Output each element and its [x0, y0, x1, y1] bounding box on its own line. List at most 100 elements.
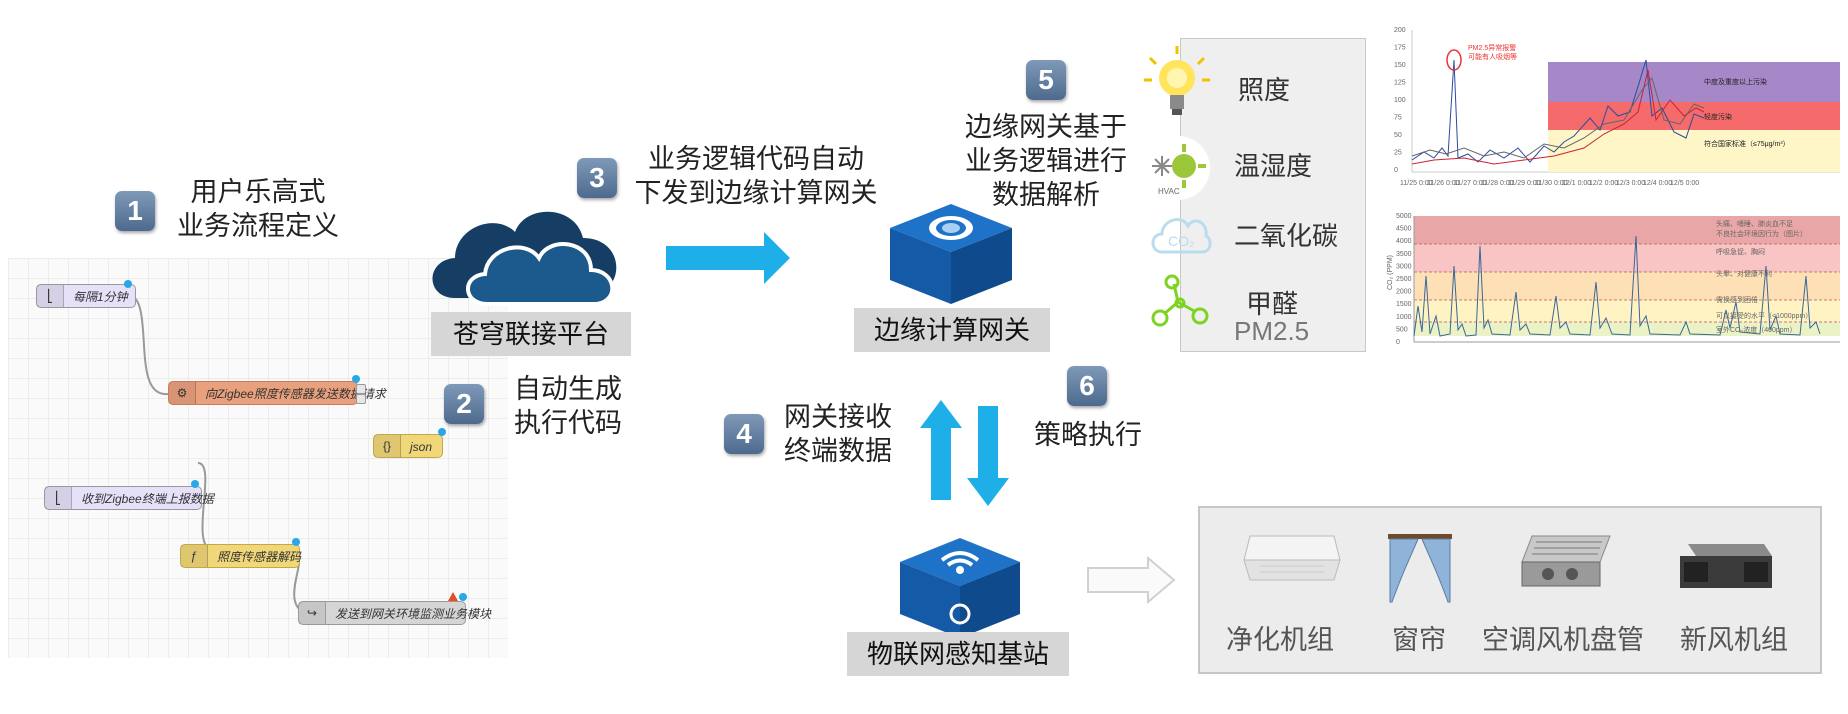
- sensor-panel: [1180, 38, 1366, 352]
- x-tick-label: 12/5 0:00: [1670, 180, 1699, 187]
- node-status-dot: [124, 280, 132, 288]
- x-tick-label: 12/4 0:00: [1643, 180, 1672, 187]
- flow-node-inject[interactable]: ⎣ 每隔1分钟: [36, 284, 136, 308]
- y-tick-label: 100: [1394, 97, 1406, 104]
- fan-coil-icon: [1521, 535, 1611, 587]
- band-label: 室外CO₂浓度（400ppm）: [1716, 325, 1797, 334]
- band-label: 不良社会环境因行为（图片）: [1716, 229, 1807, 238]
- y-tick-label: 5000: [1396, 213, 1412, 220]
- flow-node-request[interactable]: ⚙ 向Zigbee照度传感器发送数据请求: [168, 381, 386, 405]
- x-tick-label: 11/26 0:00: [1427, 180, 1460, 187]
- band-light: [1548, 102, 1840, 130]
- step-4-line1: 网关接收: [784, 402, 892, 432]
- step-1-line1: 用户乐高式: [190, 177, 326, 207]
- purifier-unit-icon: [1243, 535, 1341, 581]
- platform-label: 苍穹联接平台: [431, 312, 631, 356]
- arrow-right-gray-icon: [1087, 556, 1176, 604]
- annotation-line2: 可能有人吸烟等: [1468, 52, 1517, 61]
- band-label: 需换感到困倦: [1716, 295, 1758, 304]
- band-labels: 头痛、嗜睡、肺炎血不足不良社会环境因行为（图片）呼吸急促、胸闷头晕、对健康不利需…: [1716, 219, 1812, 334]
- band-1: [1414, 322, 1840, 336]
- y-tick-label: 200: [1394, 27, 1406, 34]
- node-output-port[interactable]: [356, 384, 366, 394]
- x-tick-label: 12/1 0:00: [1562, 180, 1591, 187]
- curtain-icon: [1388, 534, 1452, 603]
- node-status-dot: [292, 538, 300, 546]
- annotation-line1: PM2.5异常报警: [1468, 43, 1516, 52]
- y-tick-label: 175: [1394, 45, 1406, 52]
- co2-series-line: [1413, 235, 1821, 337]
- step-6-badge: 6: [1067, 366, 1107, 406]
- json-icon: {}: [374, 435, 401, 457]
- step-1-label: 用户乐高式 业务流程定义: [168, 175, 348, 243]
- inject-icon: ⎣: [45, 487, 72, 509]
- gear-icon: ⚙: [169, 382, 196, 404]
- x-tick-label: 11/27 0:00: [1454, 180, 1487, 187]
- basestation-label: 物联网感知基站: [847, 632, 1069, 676]
- node-output-port[interactable]: [356, 394, 366, 404]
- node-status-dot: [191, 480, 199, 488]
- sensor-co2: 二氧化碳: [1234, 221, 1339, 251]
- flow-node-send[interactable]: ↪ 发送到网关环境监测业务模块: [298, 601, 491, 625]
- step-2-line2: 执行代码: [514, 408, 622, 438]
- step-4-badge: 4: [724, 414, 764, 454]
- gateway-label: 边缘计算网关: [854, 308, 1050, 352]
- band-5: [1414, 216, 1840, 244]
- sensor-illuminance: 照度: [1238, 75, 1291, 105]
- flow-node-label: json: [410, 440, 433, 454]
- fresh-air-unit-icon: [1680, 544, 1772, 588]
- x-tick-label: 11/28 0:00: [1481, 180, 1514, 187]
- band-4: [1414, 244, 1840, 272]
- molecule-icon: [1151, 274, 1209, 327]
- co2-cloud-icon: CO₂: [1151, 218, 1212, 254]
- x-tick-label: 11/29 0:00: [1508, 180, 1541, 187]
- arrow-up-icon: [920, 400, 962, 500]
- flow-node-label: 每隔1分钟: [73, 290, 128, 304]
- step-5-label: 边缘网关基于 业务逻辑进行 数据解析: [944, 110, 1148, 212]
- flow-node-label: 向Zigbee照度传感器发送数据请求: [205, 387, 386, 401]
- device-fresh-air: 新风机组: [1680, 625, 1788, 655]
- flow-node-decoder[interactable]: ƒ 照度传感器解码: [180, 544, 302, 568]
- co2-ylabel: CO₂ (PPM): [1387, 255, 1394, 290]
- light-bulb-icon: [1144, 46, 1210, 115]
- x-tick-label: 11/25 0:00: [1400, 180, 1433, 187]
- y-tick-label: 3000: [1396, 263, 1412, 270]
- flow-node-label: 照度传感器解码: [217, 550, 302, 564]
- band-label: 头痛、嗜睡、肺炎血不足: [1716, 219, 1793, 228]
- step-1-line2: 业务流程定义: [177, 211, 339, 241]
- step-2-label: 自动生成 执行代码: [508, 372, 628, 440]
- device-curtain: 窗帘: [1392, 625, 1446, 655]
- band-label: 呼吸急促、胸闷: [1716, 247, 1765, 256]
- band-label-heavy: 中度及重度以上污染: [1704, 77, 1767, 86]
- step-3-line2: 下发到边缘计算网关: [634, 178, 878, 208]
- y-tick-label: 150: [1394, 62, 1406, 69]
- y-tick-label: 25: [1394, 150, 1402, 157]
- y-tick-label: 2000: [1396, 289, 1412, 296]
- flow-node-json[interactable]: {} json: [373, 434, 443, 458]
- co2-chart: CO₂ (PPM) 500045004000350030002500200015…: [1387, 213, 1840, 346]
- step-6-label: 策略执行: [1034, 420, 1142, 450]
- device-fan-coil: 空调风机盘管: [1482, 625, 1644, 655]
- pm25-chart: PM2.5异常报警 可能有人吸烟等 中度及重度以上污染 轻度污染 符合国家标准（…: [1394, 27, 1840, 187]
- y-tick-label: 0: [1394, 167, 1398, 174]
- warning-triangle-icon: [448, 592, 458, 601]
- arrow-right-icon: [666, 232, 790, 284]
- flow-editor-canvas[interactable]: ⎣ 每隔1分钟 ⚙ 向Zigbee照度传感器发送数据请求 {} json ⎣ 收…: [8, 258, 508, 658]
- band-3: [1414, 272, 1840, 300]
- y-tick-label: 2500: [1396, 276, 1412, 283]
- flow-node-zigbee-in[interactable]: ⎣ 收到Zigbee终端上报数据: [44, 486, 214, 510]
- band-ok: [1548, 130, 1840, 172]
- step-3-line1: 业务逻辑代码自动: [648, 144, 864, 174]
- y-tick-label: 1000: [1396, 314, 1412, 321]
- series-line-3: [1411, 76, 1705, 159]
- band-heavy: [1548, 62, 1840, 102]
- y-tick-label: 500: [1396, 326, 1408, 333]
- inject-icon: ⎣: [37, 285, 64, 307]
- x-tick-label: 11/30 0:00: [1535, 180, 1568, 187]
- node-status-dot: [459, 593, 467, 601]
- sensor-formaldehyde: 甲醛: [1246, 289, 1299, 319]
- step-4-label: 网关接收 终端数据: [776, 400, 900, 468]
- co2-icon-text: CO₂: [1168, 233, 1194, 249]
- band-label: 可以接受的水平（<1000ppm）: [1716, 311, 1812, 320]
